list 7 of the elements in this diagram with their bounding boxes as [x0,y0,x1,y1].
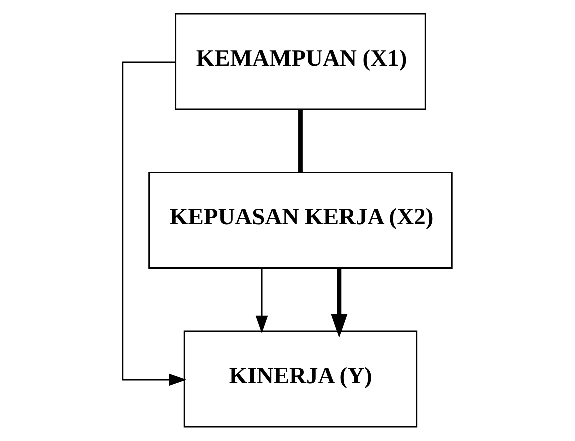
node-box: KEPUASAN KERJA (X2) [148,172,453,269]
node-box: KEMAMPUAN (X1) [175,13,426,110]
arrow [122,62,187,386]
arrow [331,268,348,338]
node-box: KINERJA (Y) [184,330,418,428]
arrow [256,268,268,334]
connector [298,110,303,173]
